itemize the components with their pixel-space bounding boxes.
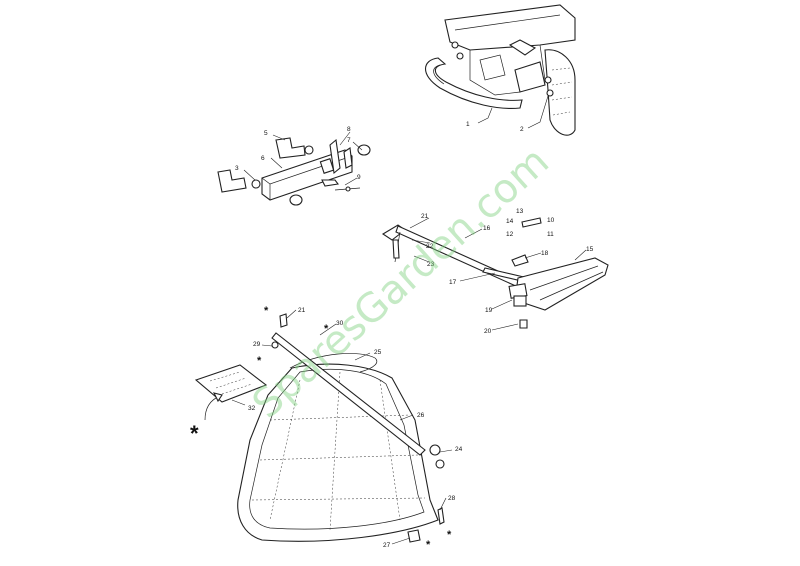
grass-catcher-bag (237, 313, 445, 543)
label-part-17: 17 (449, 279, 457, 286)
label-part-1: 1 (466, 121, 470, 128)
label-part-11: 11 (547, 231, 554, 238)
label-part-26: 26 (417, 412, 425, 419)
label-part-24: 24 (455, 446, 463, 453)
label-part-9: 9 (357, 174, 361, 181)
hitch-bracket-assembly (217, 137, 371, 206)
label-part-19: 19 (485, 307, 493, 314)
label-part-6: 6 (261, 155, 265, 162)
label-part-28: 28 (448, 495, 456, 502)
label-part-12: 12 (506, 231, 514, 238)
label-part-7: 7 (347, 137, 351, 144)
label-part-10: 10 (547, 217, 555, 224)
grass-catcher-lever-assembly (381, 217, 609, 329)
label-part-21-pin: 21 (298, 307, 306, 314)
label-part-29: 29 (253, 341, 261, 348)
asterisk-decal: * (190, 421, 199, 446)
label-part-27: 27 (383, 542, 391, 549)
chassis-frame-assembly (444, 4, 576, 136)
label-part-25: 25 (374, 349, 382, 356)
label-part-3: 3 (235, 165, 239, 172)
asterisk-part-30: * (324, 323, 329, 335)
label-part-30: 30 (336, 320, 344, 327)
asterisk-part-21: * (264, 305, 269, 317)
label-part-18: 18 (541, 250, 549, 257)
label-part-32: 32 (248, 405, 256, 412)
label-part-2: 2 (520, 126, 524, 133)
asterisk-part-28: * (447, 529, 452, 541)
label-part-14: 14 (506, 218, 514, 225)
label-part-15: 15 (586, 246, 594, 253)
front-bumper-bar (424, 41, 554, 109)
label-part-16: 16 (483, 225, 491, 232)
arrow-head (212, 392, 223, 403)
label-part-13: 13 (516, 208, 524, 215)
asterisk-part-29: * (257, 355, 262, 367)
label-part-23: 23 (427, 261, 435, 268)
label-part-21-lever: 21 (421, 213, 429, 220)
label-part-8: 8 (347, 126, 351, 133)
label-part-5: 5 (264, 130, 268, 137)
asterisk-part-27: * (426, 539, 431, 551)
label-part-22: 22 (426, 243, 434, 250)
label-part-20: 20 (484, 328, 492, 335)
